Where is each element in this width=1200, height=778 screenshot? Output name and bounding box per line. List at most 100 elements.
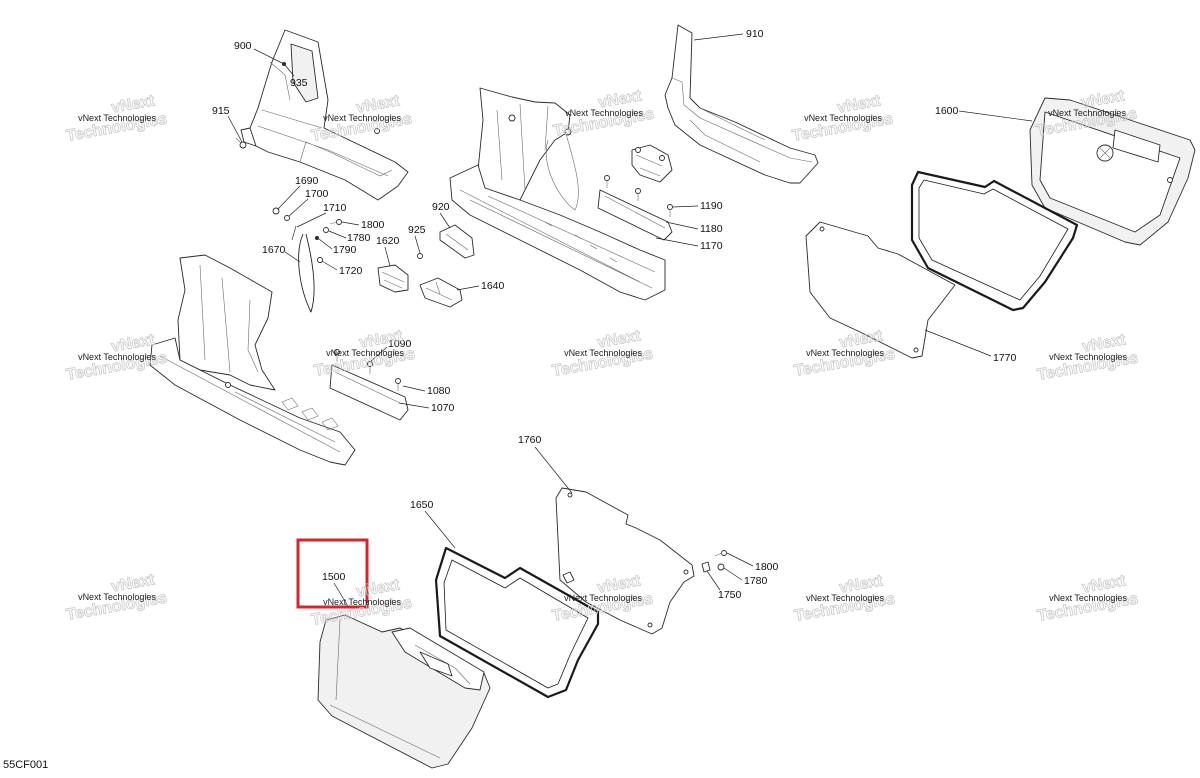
watermark-text: vNext Technologies [78,352,156,362]
watermark-text: vNext Technologies [326,348,404,358]
left-floor-structure [149,254,356,466]
leader-line-1170 [655,237,699,247]
watermark-text: vNext Technologies [564,348,642,358]
fasteners-lower [701,550,727,573]
leader-line-925 [414,235,421,254]
leader-line-915 [227,115,243,143]
leader-line-920 [439,212,451,229]
leader-line-1600 [958,110,1033,122]
callout-935: 935 [290,77,308,89]
leader-line-935 [284,64,295,77]
callout-1800-top: 1800 [361,219,385,231]
watermark-text: vNext Technologies [806,593,884,603]
callout-1670: 1670 [262,244,286,256]
leader-line-1650 [424,510,456,549]
part-1170-rail [597,189,673,241]
leader-line-1190 [672,205,699,208]
leader-line-1710 [296,212,327,228]
callout-1800-bottom: 1800 [755,561,779,573]
part-1600-door-panel [1029,97,1196,246]
part-1650-gasket [434,546,600,699]
watermark-text: vNext Technologies [78,113,156,123]
watermark-text: vNext Technologies [323,597,401,607]
callout-1180: 1180 [700,223,723,235]
callout-1760: 1760 [518,434,542,446]
leader-line-1500 [333,582,350,609]
callout-1080: 1080 [427,385,451,397]
callout-1770: 1770 [993,352,1017,364]
leader-line-1620 [384,246,391,267]
leader-line-900 [253,48,283,64]
part-1070-rail [329,364,409,421]
part-1670-strap [298,233,315,313]
part-1760-sheet [555,487,695,635]
screw-915 [235,137,247,149]
watermark-text: vNext Technologies [565,108,643,118]
watermark-text: vNext Technologies [564,593,642,603]
part-920-bracket [439,224,475,259]
leader-line-1790 [318,238,333,250]
leader-line-1690 [277,185,301,210]
leader-line-1750 [706,570,721,591]
center-floor-structure [449,87,666,301]
leader-line-1780-top [328,230,347,239]
leader-line-1780-bottom [723,567,743,581]
watermark-text: vNext Technologies [1049,352,1127,362]
screw-1190 [604,175,673,217]
callout-910: 910 [746,28,764,40]
callout-1170: 1170 [700,240,723,252]
callout-915: 915 [212,105,230,117]
callout-1790: 1790 [333,244,357,256]
leader-line-1080 [402,385,426,392]
watermark-text: vNext Technologies [78,592,156,602]
callout-1090: 1090 [388,338,412,350]
leader-line-1090 [370,346,388,362]
part-1770-gasket [910,170,1079,312]
part-1770-sheet [805,221,956,359]
callout-925: 925 [408,224,426,236]
watermark-text: vNext Technologies [1049,593,1127,603]
watermark-text: vNext Technologies [806,348,884,358]
watermark-text: vNext Technologies [323,113,401,123]
leader-line-1700 [288,198,309,217]
part-935-window [290,43,319,103]
callout-1780-top: 1780 [347,232,371,244]
leader-line-1800-top [341,221,360,226]
leader-line-910 [693,33,744,41]
callout-labels: 900 935 915 910 1600 1690 1700 1710 1800… [212,28,1017,601]
fasteners-upper [272,207,342,263]
callout-1750: 1750 [718,589,742,601]
callout-1070: 1070 [431,402,455,414]
callout-1600: 1600 [935,105,959,117]
leader-line-1670 [284,251,301,263]
part-910-pillar-trim [664,24,819,184]
leader-line-1720 [321,260,338,271]
leader-line-1640 [456,285,480,291]
callout-1710: 1710 [323,202,347,214]
callout-1690: 1690 [295,175,319,187]
leader-line-1180 [665,221,699,230]
part-900-side-panel [240,29,409,201]
callout-1190: 1190 [700,200,723,212]
callout-1620: 1620 [376,235,400,247]
screw-925 [417,253,423,259]
latch-bracket [631,144,673,183]
leader-line-1760 [534,446,573,494]
leader-line-1770 [924,329,992,357]
part-1500-door [317,614,491,769]
callout-1700: 1700 [305,188,329,200]
callout-900: 900 [234,40,252,52]
callout-1780-bottom: 1780 [744,575,768,587]
callout-1720: 1720 [339,265,363,277]
watermark-text: vNext Technologies [1048,108,1126,118]
callout-920: 920 [432,201,450,213]
